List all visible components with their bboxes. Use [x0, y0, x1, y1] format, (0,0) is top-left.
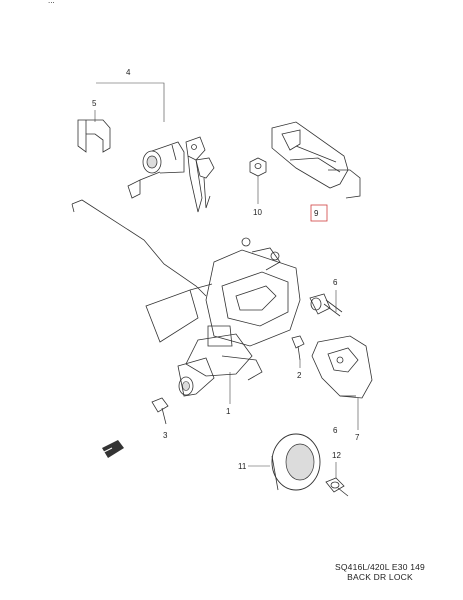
callout-3: 3	[163, 431, 168, 440]
callout-6: 6	[333, 278, 338, 287]
callout-1: 1	[226, 407, 231, 416]
key-cylinder-icon	[127, 141, 185, 199]
bolt-12-icon	[325, 477, 349, 497]
rod-icon	[71, 199, 207, 297]
callout-12: 12	[332, 451, 341, 460]
callout-10: 10	[253, 208, 262, 217]
small-bolt-2-icon	[291, 335, 305, 361]
callout-7: 7	[355, 433, 360, 442]
handle-bracket-icon	[271, 121, 361, 199]
callout-4: 4	[126, 68, 131, 77]
highlight-box-9	[310, 204, 328, 222]
bolt-3-icon	[151, 397, 169, 425]
caption-model: SQ416L/420L E30 149	[335, 562, 425, 572]
arrow-direction-icon	[102, 440, 124, 458]
nut-icon	[249, 157, 267, 177]
callout-6b: 6	[333, 426, 338, 435]
callout-9: 9	[314, 209, 319, 218]
keys-icon	[185, 136, 215, 213]
callout-11: 11	[238, 462, 247, 471]
grommet-icon	[271, 433, 321, 491]
striker-icon	[311, 335, 373, 399]
bolt-icon	[309, 293, 343, 317]
lock-assembly-icon	[145, 237, 301, 397]
callout-5: 5	[92, 99, 97, 108]
leader-4	[96, 82, 165, 122]
callout-2: 2	[297, 371, 302, 380]
caption-title: BACK DR LOCK	[347, 572, 413, 582]
diagram-caption: SQ416L/420L E30 149 BACK DR LOCK	[305, 562, 455, 582]
clip-plate-icon	[77, 119, 111, 153]
top-cropped-text: ...	[48, 0, 55, 5]
